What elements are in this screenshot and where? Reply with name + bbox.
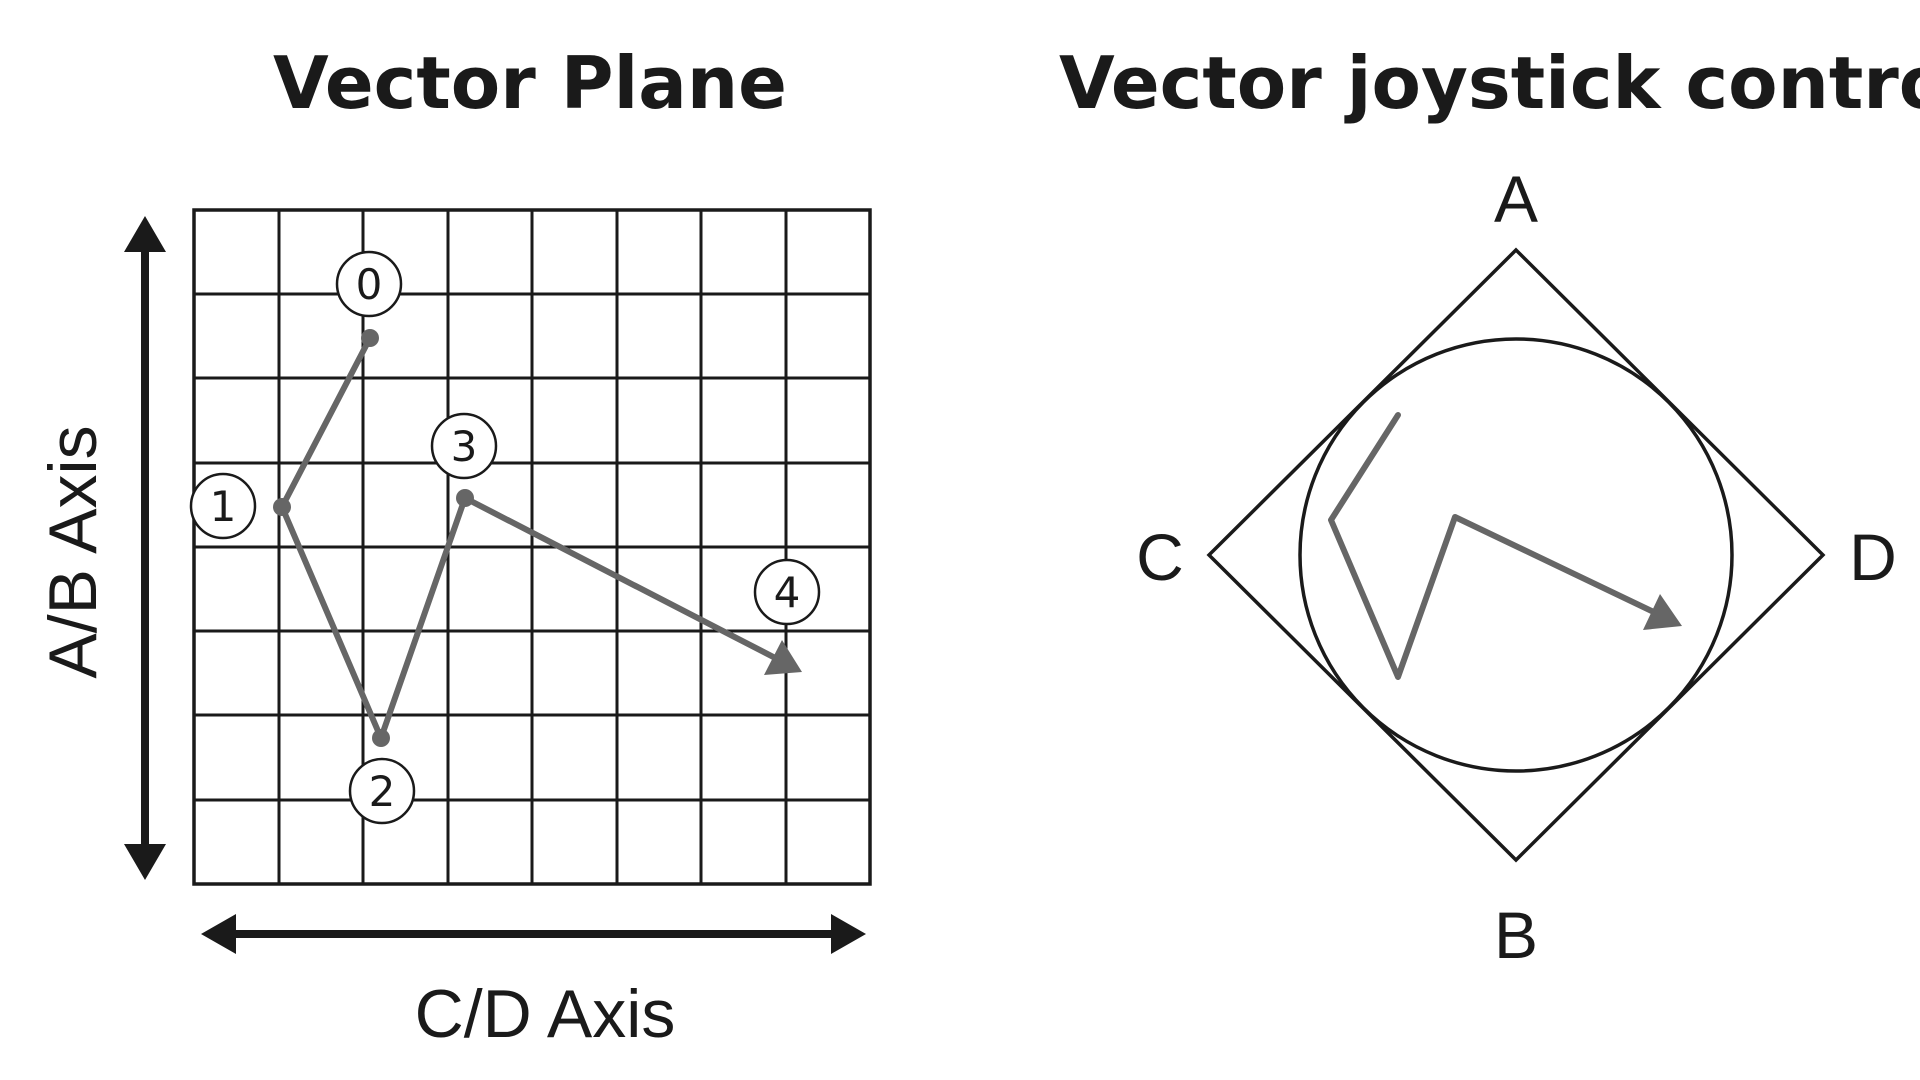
joystick-path-line [1328, 412, 1663, 680]
step-circle [430, 412, 498, 480]
vector-plane-title: Vector Plane [273, 41, 787, 125]
joystick-diamond [1206, 247, 1826, 863]
step-circle [348, 757, 416, 825]
vector-plane-grid [192, 208, 872, 886]
direction-label-d: D [1849, 520, 1897, 594]
step-label: 4 [774, 568, 801, 617]
path-point-1 [273, 498, 291, 516]
arrow-left-icon [201, 914, 236, 954]
arrow-down-icon [124, 844, 166, 880]
vector-path [273, 329, 802, 747]
step-circle [335, 250, 403, 318]
step-circle [189, 472, 257, 540]
step-badge-4: 4 [753, 558, 821, 626]
step-badge-2: 2 [348, 757, 416, 825]
arrow-right-icon [831, 914, 866, 954]
step-circle [753, 558, 821, 626]
step-label: 3 [451, 422, 478, 471]
step-label: 1 [210, 482, 237, 531]
joystick-circle [1298, 337, 1734, 773]
direction-label-c: C [1136, 520, 1184, 594]
ab-axis-arrow [124, 216, 166, 880]
step-label: 0 [356, 260, 383, 309]
direction-label-a: A [1494, 162, 1538, 236]
path-point-2 [372, 729, 390, 747]
step-badge-3: 3 [430, 412, 498, 480]
path-point-0 [361, 329, 379, 347]
cd-axis-arrow [201, 914, 866, 954]
step-label: 2 [369, 767, 396, 816]
direction-label-b: B [1494, 898, 1538, 972]
ab-axis-label: A/B Axis [35, 425, 111, 678]
cd-axis-label: C/D Axis [415, 976, 676, 1052]
path-arrowhead-icon [764, 640, 802, 675]
step-badge-0: 0 [335, 250, 403, 318]
joystick-diagram [1206, 247, 1826, 863]
joystick-arrowhead-icon [1643, 594, 1682, 630]
joystick-title: Vector joystick control [1059, 41, 1920, 125]
arrow-up-icon [124, 216, 166, 252]
step-badge-1: 1 [189, 472, 257, 540]
path-point-3 [456, 489, 474, 507]
